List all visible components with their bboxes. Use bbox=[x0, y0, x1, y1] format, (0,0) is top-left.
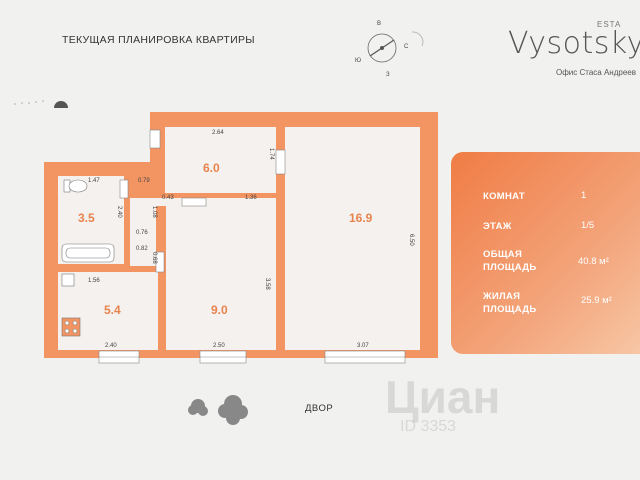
compass-w: Ю bbox=[355, 58, 361, 64]
dim-2-50: 2.50 bbox=[213, 343, 225, 349]
compass-n: В bbox=[377, 21, 381, 27]
dim-1-56: 1.56 bbox=[88, 278, 100, 284]
dim-3-58: 3.58 bbox=[264, 278, 270, 290]
room-kitchen-area: 5.4 bbox=[104, 303, 121, 317]
compass-s: З bbox=[386, 72, 390, 78]
compass-icon: В C З Ю bbox=[355, 21, 409, 78]
dim-0-76: 0.76 bbox=[136, 230, 148, 236]
room-wc-area: 3.5 bbox=[78, 211, 95, 225]
info-total-label: ОБЩАЯ ПЛОЩАДЬ bbox=[483, 249, 537, 273]
info-floor-value: 1/5 bbox=[581, 220, 595, 231]
room-big-area: 16.9 bbox=[349, 211, 373, 225]
dim-3-07: 3.07 bbox=[357, 343, 369, 349]
info-total-value: 40.8 м² bbox=[578, 256, 609, 267]
dim-0-43: 0.43 bbox=[162, 195, 174, 201]
info-floor-label: ЭТАЖ bbox=[483, 221, 512, 232]
dim-1-47: 1.47 bbox=[88, 178, 100, 184]
dim-0-82: 0.82 bbox=[136, 246, 148, 252]
toilet-icon bbox=[63, 179, 88, 193]
dim-0-68: 0.68 bbox=[151, 252, 157, 264]
dim-2-64: 2.64 bbox=[212, 130, 224, 136]
info-rooms-label: КОМНАТ bbox=[483, 191, 525, 202]
dim-1-36: 1.36 bbox=[245, 195, 257, 201]
info-card: КОМНАТ 1 ЭТАЖ 1/5 ОБЩАЯ ПЛОЩАДЬ 40.8 м² … bbox=[451, 152, 640, 354]
decor-dots bbox=[14, 31, 424, 108]
compass-e: C bbox=[404, 44, 409, 50]
sink-icon bbox=[61, 273, 75, 287]
info-living-label: ЖИЛАЯ ПЛОЩАДЬ bbox=[483, 291, 537, 315]
dim-2-40-b: 2.40 bbox=[105, 343, 117, 349]
dim-1-74: 1.74 bbox=[268, 148, 274, 160]
doors bbox=[119, 129, 286, 273]
stove-icon bbox=[61, 317, 81, 337]
page-title: ТЕКУЩАЯ ПЛАНИРОВКА КВАРТИРЫ bbox=[62, 34, 255, 46]
yard-label: ДВОР bbox=[305, 403, 334, 414]
info-living-value: 25.9 м² bbox=[581, 295, 612, 306]
rooms bbox=[58, 127, 420, 350]
room-corridor-area: 6.0 bbox=[203, 161, 220, 175]
brand-tag: ESTA bbox=[597, 20, 622, 29]
dim-2-40-a: 2.40 bbox=[116, 206, 122, 218]
dim-0-79: 0.79 bbox=[138, 178, 150, 184]
dim-1-08: 1.08 bbox=[151, 206, 157, 218]
brand-logo: Vysotsky bbox=[508, 26, 640, 61]
watermark-id: ID 3353 bbox=[400, 418, 457, 435]
info-rooms-value: 1 bbox=[581, 190, 587, 201]
windows bbox=[98, 350, 406, 364]
watermark-logo: Циан bbox=[385, 371, 501, 423]
bathtub-icon bbox=[61, 243, 115, 263]
dim-6-50: 6.50 bbox=[408, 234, 414, 246]
brand-office: Офис Стаса Андреев bbox=[556, 68, 636, 77]
tree-icon bbox=[188, 395, 248, 425]
room-living-area: 9.0 bbox=[211, 303, 228, 317]
